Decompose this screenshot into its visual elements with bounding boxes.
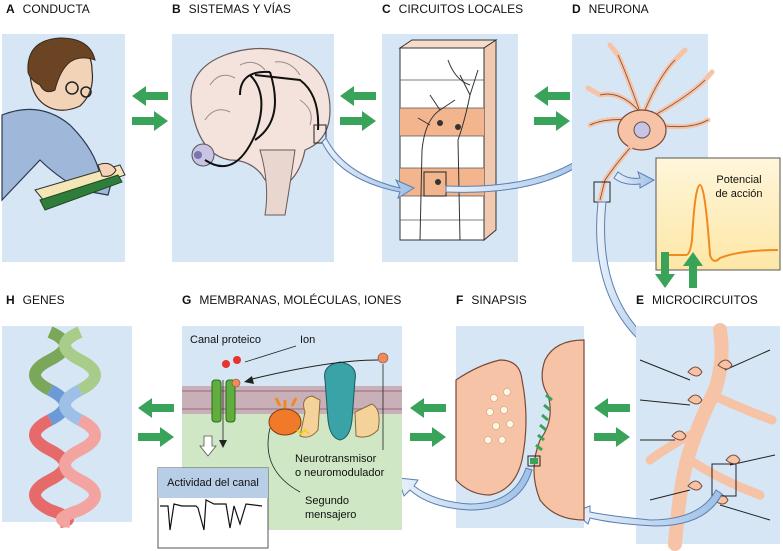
microcircuit-illustration (639, 323, 777, 551)
arrow-left-green (410, 398, 446, 418)
arrow-right-green (410, 427, 446, 447)
ion-channel (199, 378, 241, 457)
ion-label: Ion (300, 334, 315, 346)
arrow-left-green (132, 86, 168, 106)
arrow-right-green (340, 111, 376, 131)
arrow-right-green (132, 111, 168, 131)
arrow-right-green (594, 427, 630, 447)
neurotransmitter-label-line2: o neuromodulador (295, 467, 385, 479)
arrow-left-green (138, 398, 174, 418)
arrow-left-green (340, 86, 376, 106)
neurotransmitter-dot (377, 352, 389, 364)
action-potential-wave (662, 183, 779, 262)
cortical-column-illustration (398, 39, 498, 242)
synapse-illustration (455, 339, 585, 521)
arrows-b-c (340, 86, 376, 131)
channel-activity-inset: Actividad del canal (157, 467, 269, 549)
person-reading-illustration (1, 37, 126, 211)
channel-activity-label: Actividad del canal (167, 477, 259, 489)
arrow-left-green (534, 86, 570, 106)
action-potential-label-line1: Potencial (716, 174, 761, 186)
second-messenger-label-line1: Segundo (305, 495, 349, 507)
ion-dot (222, 360, 230, 368)
dna-helix-illustration (29, 326, 101, 528)
arrows-c-d (534, 86, 570, 131)
channel-label: Canal proteico (190, 334, 261, 346)
arrow-right-green (534, 111, 570, 131)
second-messenger-label-line2: mensajero (305, 509, 356, 521)
arrow-down-green (655, 252, 675, 288)
receptor-proteins (268, 361, 380, 441)
arrow-left-green (594, 398, 630, 418)
arrow-up-green (683, 252, 703, 288)
action-potential-inset: Potencial de acción (655, 157, 781, 271)
arrow-right-green (138, 427, 174, 447)
blue-zoom-arrow-b-c (321, 137, 416, 200)
arrows-a-b (132, 86, 168, 131)
channel-activity-trace (160, 499, 263, 531)
blue-zoom-arrow-e-f (573, 489, 723, 527)
blue-arrow-to-action-potential (613, 171, 656, 189)
neuron-illustration (585, 42, 715, 203)
arrows-d-e (655, 252, 703, 288)
arrows-e-f (594, 398, 630, 447)
action-potential-label-line2: de acción (715, 188, 762, 200)
brain-illustration (190, 47, 331, 216)
arrows-g-h (138, 398, 174, 447)
neurotransmitter-label-line1: Neurotransmisor (295, 453, 377, 465)
arrows-f-g (410, 398, 446, 447)
ion-dot (233, 356, 241, 364)
